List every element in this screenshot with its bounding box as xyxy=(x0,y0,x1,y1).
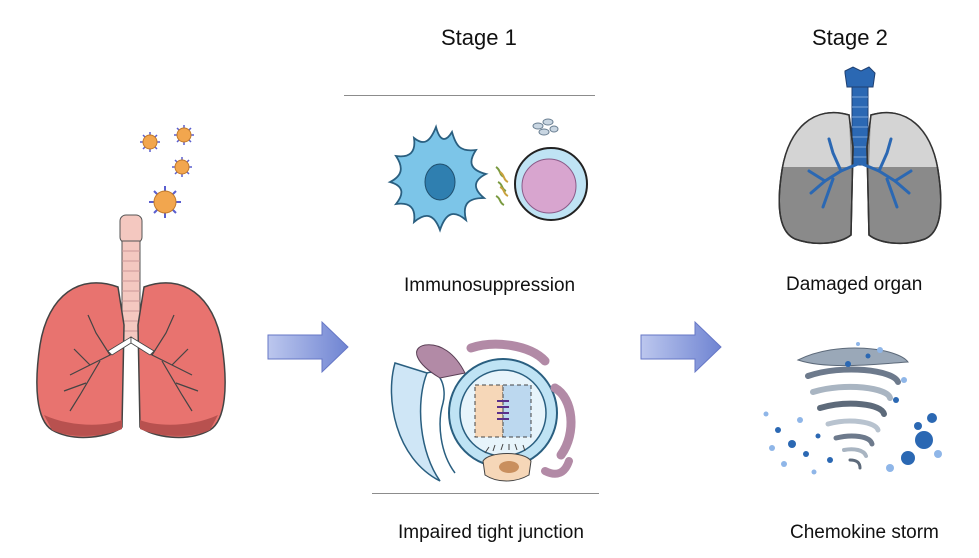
damaged-organ-label: Damaged organ xyxy=(786,274,923,295)
stage-1-header: Stage 1 xyxy=(441,25,517,50)
impaired-tight-junction-label: Impaired tight junction xyxy=(398,522,584,543)
immunosuppression-label: Immunosuppression xyxy=(404,275,576,296)
stage-1-top-divider xyxy=(344,95,595,96)
damaged-lungs-icon xyxy=(778,66,942,245)
virus-particles-icon xyxy=(140,125,194,218)
virus-particle xyxy=(140,132,160,152)
alveolar-tight-junction-icon xyxy=(390,339,576,482)
virus-particle xyxy=(149,186,181,218)
arrow-icon xyxy=(640,320,722,374)
stage-2-header: Stage 2 xyxy=(812,25,888,50)
virus-particle xyxy=(172,157,192,177)
stage-1-bottom-divider xyxy=(372,493,599,494)
chemokine-storm-icon xyxy=(763,342,942,475)
virus-particle xyxy=(174,125,194,145)
dendritic-and-t-cell-icon xyxy=(387,118,588,233)
healthy-lungs-icon xyxy=(36,214,226,439)
arrow-icon xyxy=(267,320,349,374)
chemokine-storm-label: Chemokine storm xyxy=(790,522,939,543)
